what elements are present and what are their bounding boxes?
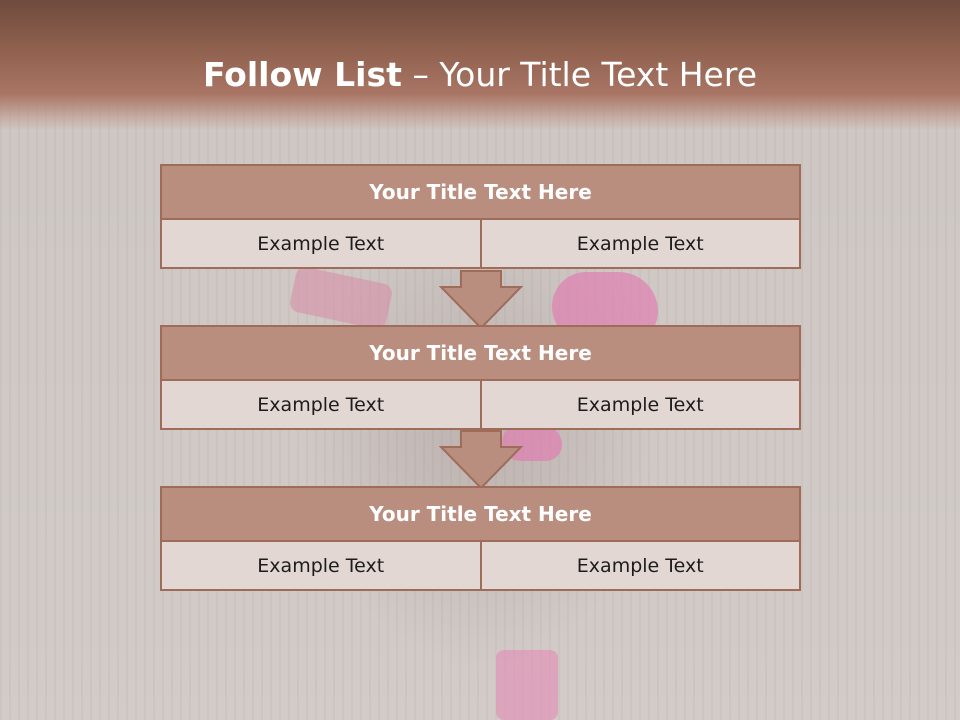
step-text-right: Example Text — [481, 381, 801, 430]
down-arrow-2 — [439, 430, 523, 490]
step-text-right: Example Text — [481, 542, 801, 591]
step-text-right: Example Text — [481, 220, 801, 269]
title-banner — [0, 0, 960, 130]
step-block-2: Your Title Text Here Example Text Exampl… — [160, 325, 801, 430]
step-row: Example Text Example Text — [160, 381, 801, 430]
down-arrow-1 — [439, 270, 523, 330]
step-row: Example Text Example Text — [160, 542, 801, 591]
step-text-left: Example Text — [160, 220, 482, 269]
step-text-left: Example Text — [160, 542, 482, 591]
step-row: Example Text Example Text — [160, 220, 801, 269]
step-text-left: Example Text — [160, 381, 482, 430]
step-block-1: Your Title Text Here Example Text Exampl… — [160, 164, 801, 269]
step-title: Your Title Text Here — [160, 486, 801, 542]
slide-title-rest: – Your Title Text Here — [412, 55, 758, 94]
step-title: Your Title Text Here — [160, 164, 801, 220]
step-title: Your Title Text Here — [160, 325, 801, 381]
leg-warmer-decoration — [496, 650, 558, 720]
step-block-3: Your Title Text Here Example Text Exampl… — [160, 486, 801, 591]
slide-title: Follow List – Your Title Text Here — [0, 52, 960, 98]
slide-title-bold: Follow List — [202, 55, 402, 94]
